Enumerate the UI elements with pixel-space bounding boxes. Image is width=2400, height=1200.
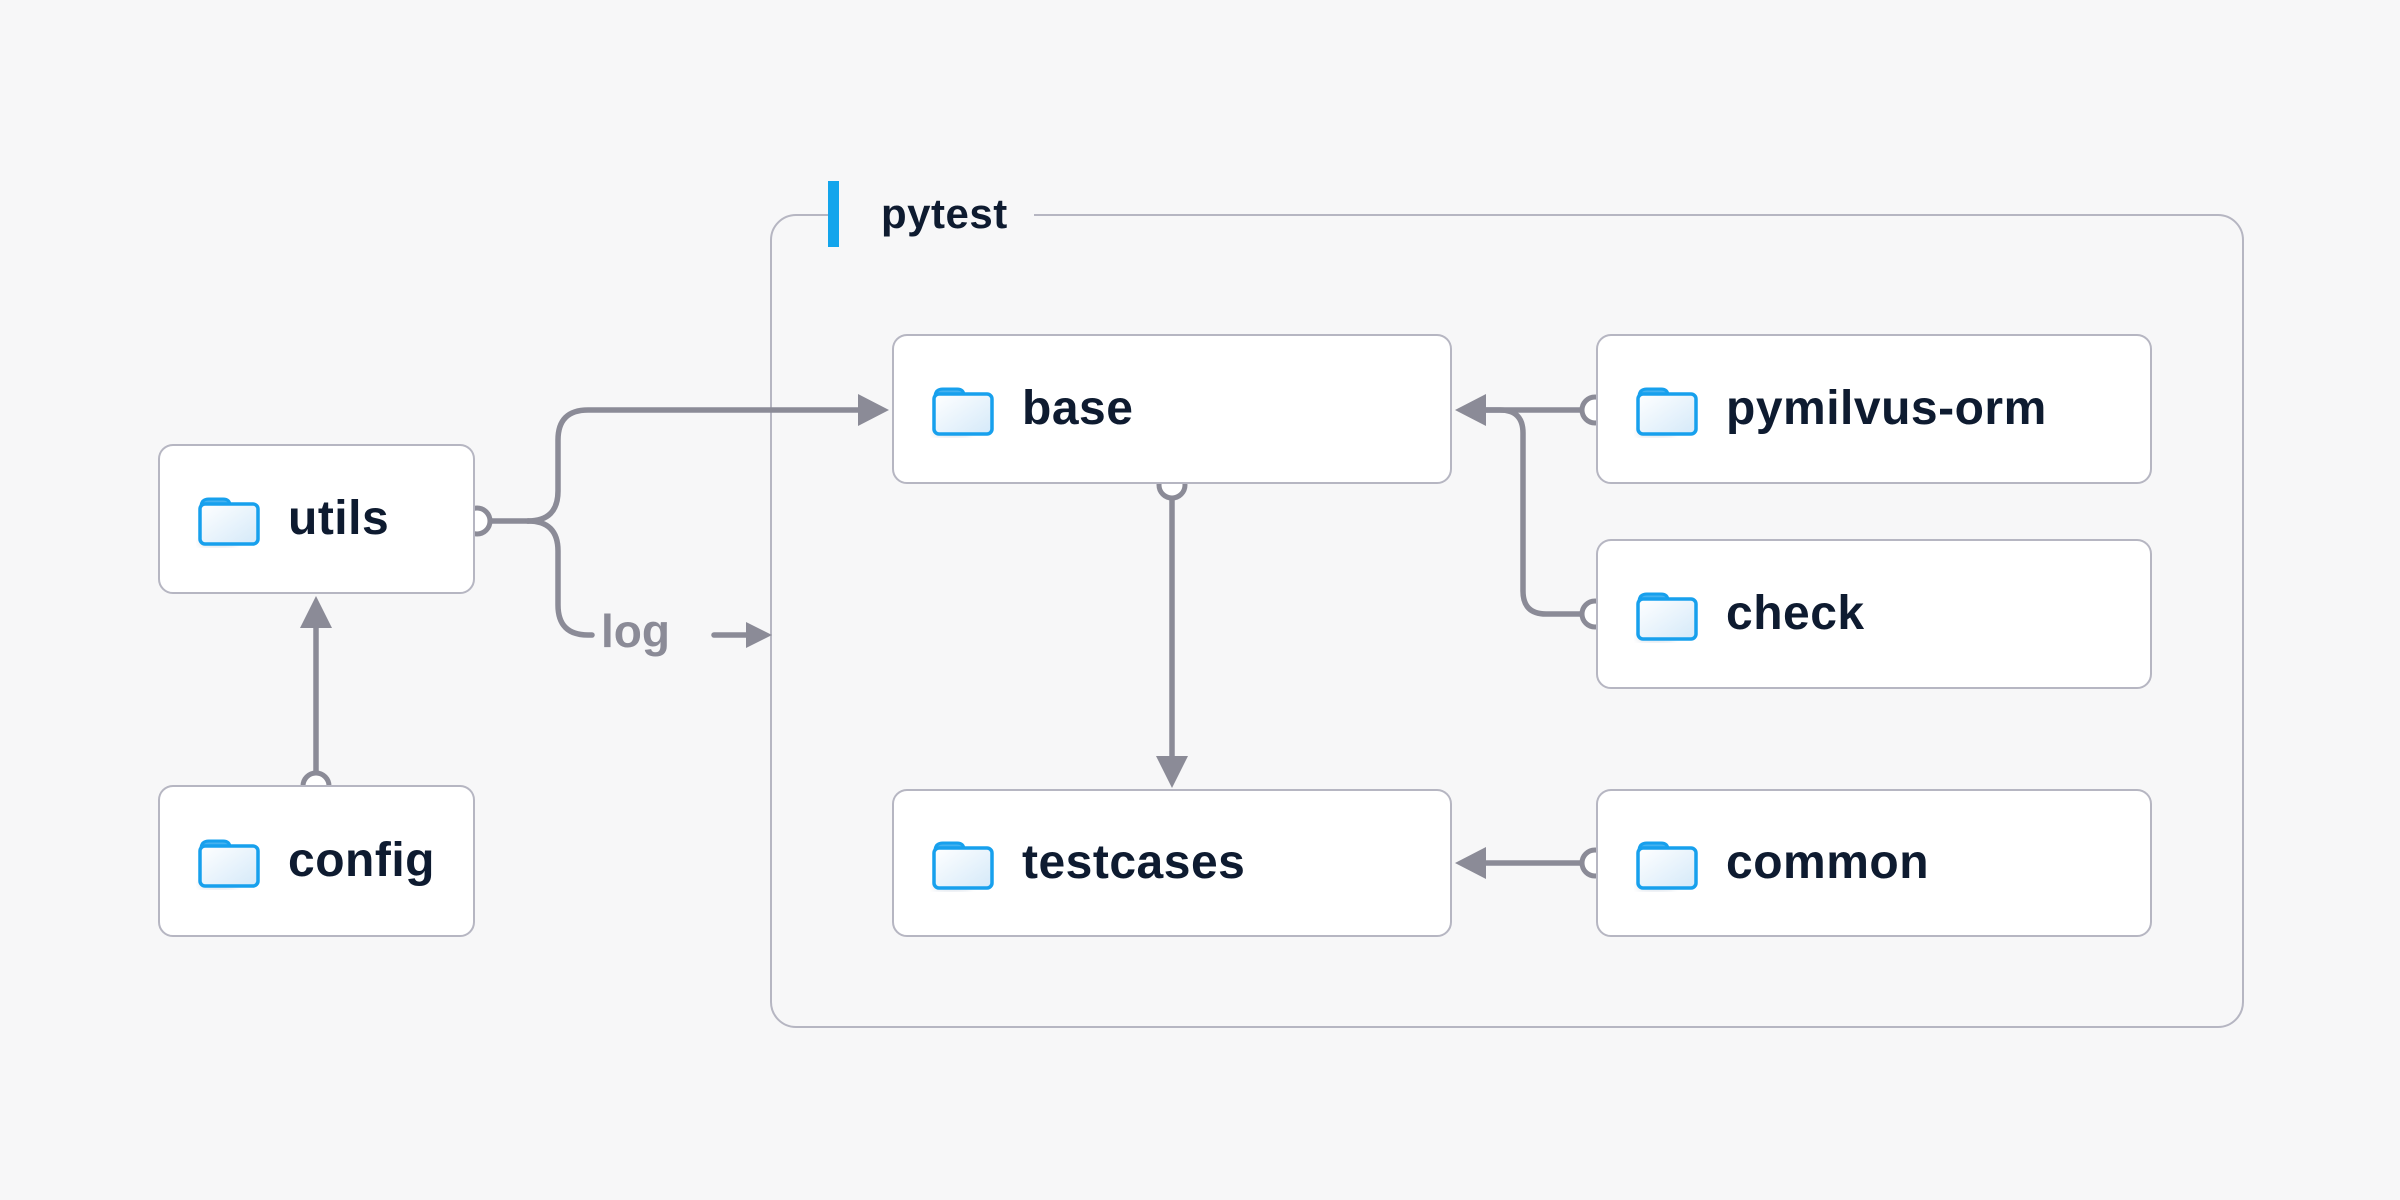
edge-utils-base: [488, 407, 861, 524]
node-check: check: [1596, 539, 2152, 689]
node-label: pymilvus-orm: [1726, 382, 2047, 435]
arrowhead-log: [746, 622, 772, 648]
arrowhead-into-base-left: [858, 394, 889, 426]
node-base: base: [892, 334, 1452, 484]
folder-icon: [1636, 592, 1698, 643]
node-pymilvus-orm: pymilvus-orm: [1596, 334, 2152, 484]
edge-label-log: log: [601, 605, 670, 657]
folder-icon: [932, 387, 994, 438]
arrowhead-into-base-right: [1455, 394, 1486, 426]
node-label: utils: [288, 492, 390, 545]
pytest-group-label: pytest: [828, 181, 1034, 247]
node-common: common: [1596, 789, 2152, 937]
node-label: base: [1022, 382, 1134, 435]
node-utils: utils: [158, 444, 475, 594]
folder-icon: [1636, 841, 1698, 892]
node-label: common: [1726, 836, 1930, 889]
pytest-group-title: pytest: [881, 190, 1008, 237]
node-label: check: [1726, 587, 1865, 640]
edge-utils-log: [525, 518, 751, 638]
folder-icon: [932, 841, 994, 892]
arrowhead-into-utils: [300, 596, 332, 628]
accent-bar: [828, 181, 839, 247]
arrowhead-into-testcases-right: [1455, 847, 1486, 879]
pytest-group-box: [770, 214, 2244, 1028]
node-label: config: [288, 834, 435, 887]
arrowhead-into-testcases-top: [1156, 756, 1188, 788]
node-label: testcases: [1022, 836, 1246, 889]
node-testcases: testcases: [892, 789, 1452, 937]
node-config: config: [158, 785, 475, 937]
folder-icon: [1636, 387, 1698, 438]
folder-icon: [198, 497, 260, 548]
folder-icon: [198, 839, 260, 890]
edge-check-base: [1483, 407, 1584, 617]
